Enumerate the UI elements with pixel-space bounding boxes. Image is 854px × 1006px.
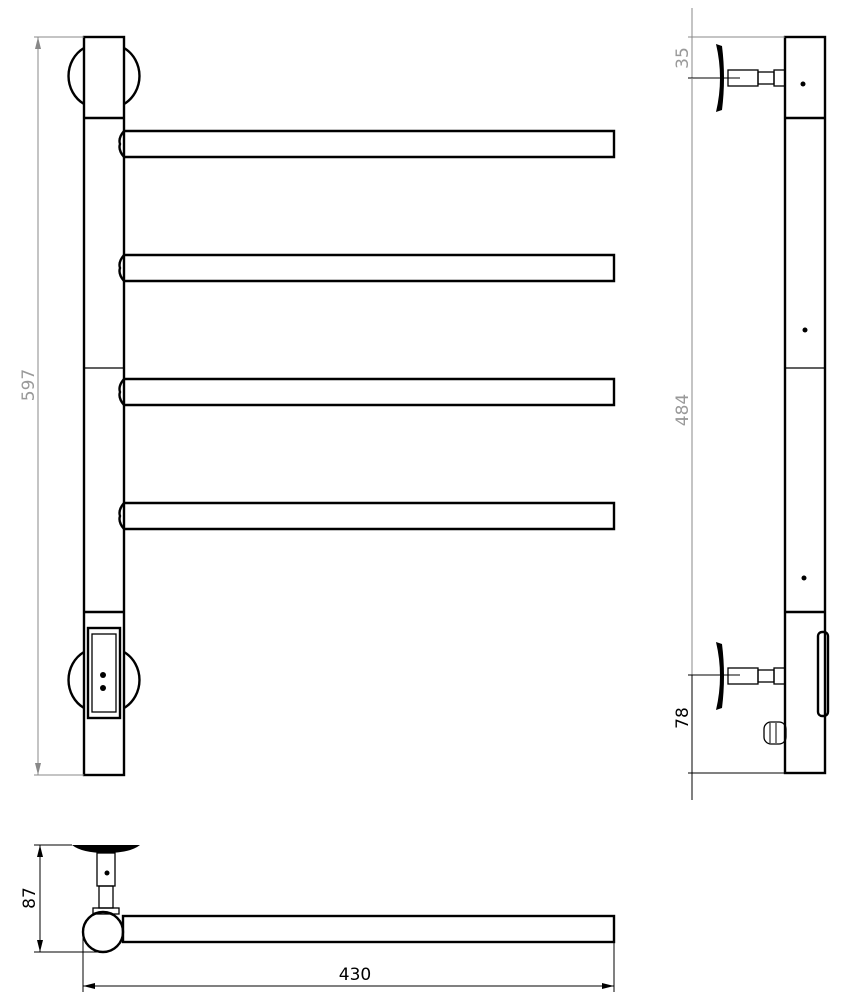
front-bottom-bracket-right	[123, 650, 141, 710]
dimension-430: 430	[339, 965, 371, 985]
dimension-78: 78	[673, 707, 693, 729]
dimension-overall-height: 597	[19, 36, 84, 776]
control-button-icon	[100, 685, 106, 691]
towel-bar-2	[118, 253, 616, 283]
control-button-icon	[100, 672, 106, 678]
front-vertical-tube	[82, 35, 126, 777]
dimension-597: 597	[19, 369, 39, 401]
towel-bar-4	[118, 501, 616, 531]
side-dimensions: 35 484 78	[673, 8, 785, 800]
towel-bars	[118, 129, 616, 531]
towel-bar-3	[118, 377, 616, 407]
towel-bar-1	[118, 129, 616, 159]
side-vertical-tube	[783, 35, 827, 775]
bottom-wall-bracket	[716, 642, 786, 710]
front-top-bracket-left	[67, 46, 85, 106]
side-view	[716, 35, 830, 775]
dimension-87: 87	[20, 887, 40, 909]
front-top-bracket-right	[123, 46, 141, 106]
cable-gland	[763, 721, 787, 745]
dimension-35: 35	[673, 47, 693, 69]
plan-towel-bar	[121, 914, 616, 944]
side-control-panel	[816, 630, 830, 718]
control-box	[86, 626, 122, 720]
front-bottom-bracket-left	[67, 650, 85, 710]
plan-view	[72, 845, 616, 954]
plan-dimensions: 87 430	[20, 844, 615, 992]
front-view	[67, 35, 616, 777]
dimension-484: 484	[673, 394, 693, 426]
